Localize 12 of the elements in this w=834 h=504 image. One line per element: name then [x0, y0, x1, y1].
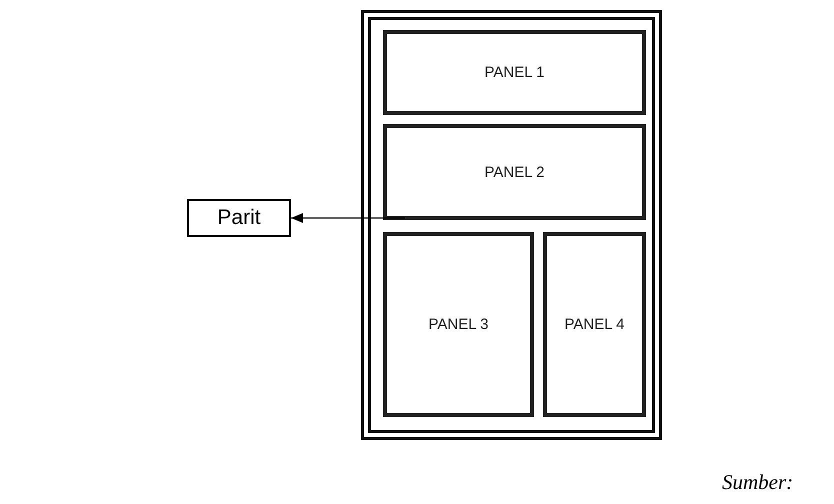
panel-label: PANEL 1: [484, 64, 545, 81]
panel-box: [543, 232, 646, 417]
panel-label: PANEL 4: [564, 316, 625, 333]
panel-box: [383, 124, 646, 220]
frame-outline: [361, 10, 662, 440]
source-note: Sumber:: [722, 470, 794, 495]
callout-label: Parit: [217, 206, 261, 230]
panel-box: [383, 30, 646, 115]
panel-box: [383, 232, 534, 417]
callout-box: [187, 199, 291, 237]
panel-label: PANEL 2: [484, 164, 545, 180]
panel-label: PANEL 3: [428, 316, 489, 333]
